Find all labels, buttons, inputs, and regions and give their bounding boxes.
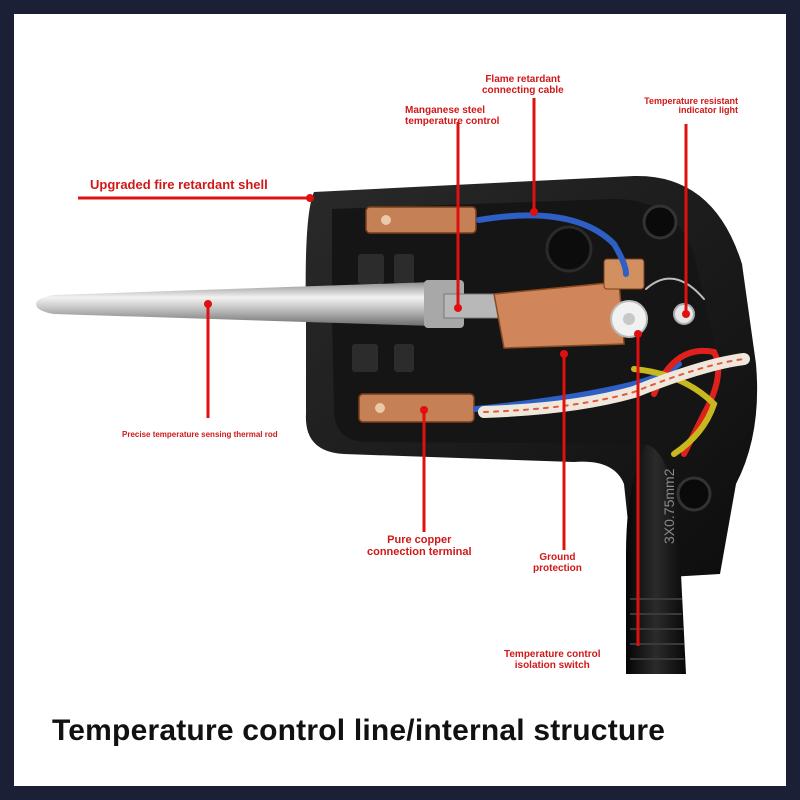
caption: Temperature control line/internal struct… xyxy=(52,714,666,747)
leader-dots xyxy=(204,194,690,414)
leader-lines xyxy=(78,98,688,646)
thermal-rod xyxy=(36,280,464,328)
label-copper-terminal: Pure copper connection terminal xyxy=(367,534,472,558)
label-fire-retardant-shell: Upgraded fire retardant shell xyxy=(90,177,268,192)
control-assembly xyxy=(443,258,695,349)
cable-marking: 3X0.75mm2 xyxy=(661,468,677,544)
label-indicator-light: Temperature resistant indicator light xyxy=(644,96,738,116)
power-cable xyxy=(626,444,686,674)
label-ground-protection: Ground protection xyxy=(533,552,582,574)
label-flame-retardant-cable: Flame retardant connecting cable xyxy=(482,74,564,96)
label-isolation-switch: Temperature control isolation switch xyxy=(504,649,601,671)
product-photo: 3X0.75mm2 xyxy=(36,98,758,674)
label-thermal-rod: Precise temperature sensing thermal rod xyxy=(122,430,278,439)
internal-wires xyxy=(473,212,750,457)
image-panel: 3X0.75mm2 xyxy=(14,14,786,786)
label-manganese-steel-control: Manganese steel temperature control xyxy=(405,105,500,127)
